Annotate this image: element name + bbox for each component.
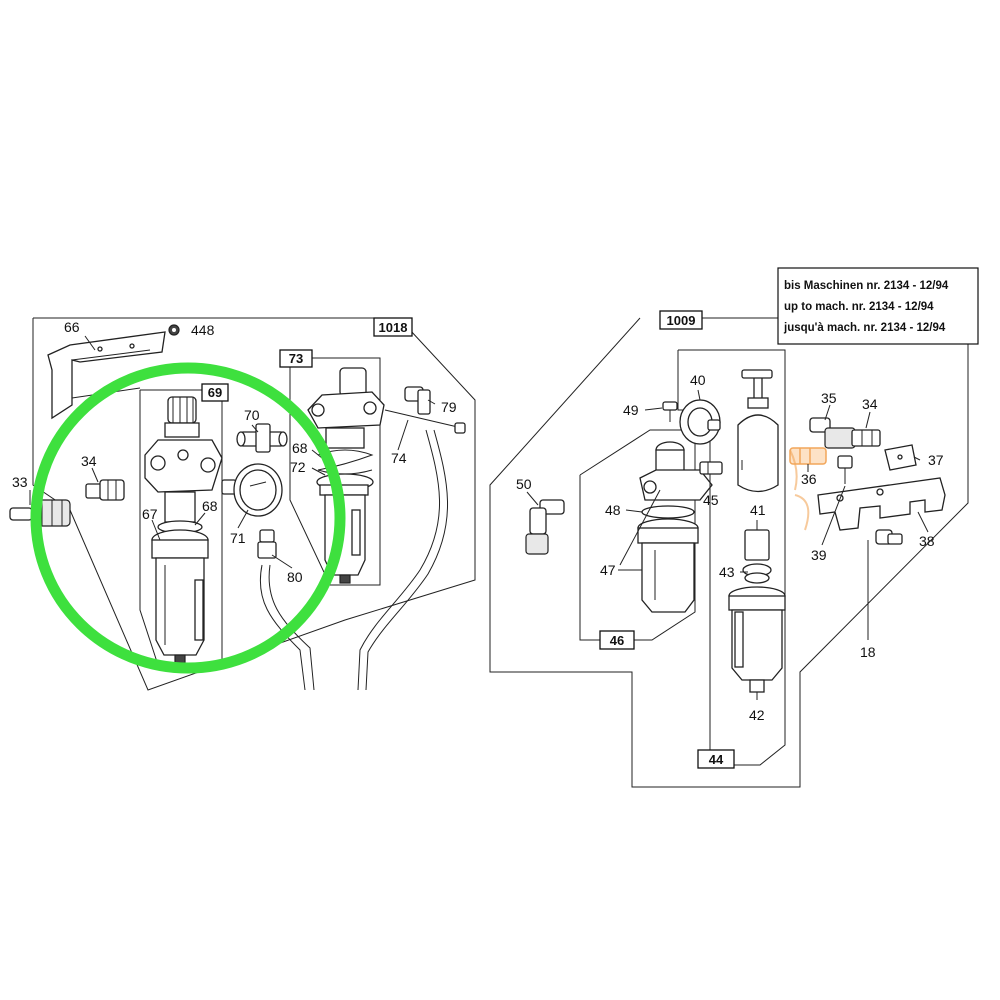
- regulator-69: [144, 396, 223, 664]
- fitting-80: [257, 529, 315, 691]
- label-36: 36: [801, 471, 817, 487]
- label-34-left: 34: [81, 453, 97, 469]
- label-448: 448: [191, 322, 215, 338]
- svg-text:1018: 1018: [379, 320, 408, 335]
- note-line-fr: jusqu'à mach. nr. 2134 - 12/94: [783, 322, 946, 334]
- elbow-50: [525, 499, 565, 555]
- label-68-right: 68: [292, 440, 308, 456]
- outline-46: [579, 429, 696, 641]
- screw-49: [662, 401, 678, 422]
- gauge-71: [221, 463, 283, 517]
- label-72: 72: [290, 459, 306, 475]
- box-label-44: 44: [697, 749, 735, 769]
- fitting-36: [789, 447, 827, 465]
- label-71: 71: [230, 530, 246, 546]
- right-leaders: [526, 389, 929, 700]
- box-label-1018: 1018: [373, 317, 413, 337]
- label-35: 35: [821, 390, 837, 406]
- label-49: 49: [623, 402, 639, 418]
- block-37: [884, 444, 917, 471]
- unit-73: [307, 367, 385, 584]
- label-80: 80: [287, 569, 303, 585]
- svg-text:1009: 1009: [667, 313, 696, 328]
- label-18: 18: [860, 644, 876, 660]
- box-label-73: 73: [279, 349, 313, 368]
- label-45: 45: [703, 492, 719, 508]
- svg-text:46: 46: [610, 633, 624, 648]
- box-label-69: 69: [201, 383, 229, 402]
- nut-448: [168, 324, 180, 336]
- label-42: 42: [749, 707, 765, 723]
- label-67: 67: [142, 506, 158, 522]
- label-50: 50: [516, 476, 532, 492]
- label-34-right: 34: [862, 396, 878, 412]
- label-79: 79: [441, 399, 457, 415]
- rod-74: [384, 409, 466, 434]
- outline-1009: [489, 317, 969, 788]
- cap-40: [679, 399, 721, 445]
- label-68-left: 68: [202, 498, 218, 514]
- note-line-en: up to mach. nr. 2134 - 12/94: [784, 301, 934, 313]
- label-74: 74: [391, 450, 407, 466]
- filter-head-46: [637, 441, 713, 613]
- svg-text:44: 44: [709, 752, 724, 767]
- label-66: 66: [64, 319, 80, 335]
- bolt-39: [837, 455, 853, 484]
- label-47: 47: [600, 562, 616, 578]
- elbow-79: [404, 386, 431, 415]
- outline-73: [289, 357, 381, 586]
- svg-text:73: 73: [289, 351, 303, 366]
- bolt-18: [875, 529, 903, 545]
- box-label-1009: 1009: [659, 310, 703, 330]
- label-39: 39: [811, 547, 827, 563]
- bracket-66: [47, 331, 166, 420]
- label-70: 70: [244, 407, 260, 423]
- label-40: 40: [690, 372, 706, 388]
- label-48: 48: [605, 502, 621, 518]
- note-line-de: bis Maschinen nr. 2134 - 12/94: [784, 280, 949, 292]
- svg-text:69: 69: [208, 385, 222, 400]
- label-37: 37: [928, 452, 944, 468]
- bracket-38: [817, 477, 946, 531]
- lubricator-bottle: [737, 369, 779, 493]
- fitting-45: [699, 461, 723, 475]
- right-assembly: [489, 317, 969, 788]
- note-box: bis Maschinen nr. 2134 - 12/94 up to mac…: [777, 267, 979, 345]
- label-41: 41: [750, 502, 766, 518]
- tee-70: [236, 423, 288, 453]
- label-38: 38: [919, 533, 935, 549]
- part-labels: 66 448 33 34 67 68 70 71 80 68 72 74 79 …: [12, 319, 944, 723]
- watermark-squiggle: [789, 449, 810, 531]
- left-leaders: [29, 335, 436, 569]
- nipple-34-left: [85, 479, 125, 501]
- label-33: 33: [12, 474, 28, 490]
- box-label-46: 46: [599, 630, 635, 650]
- nipple-34-right: [809, 417, 881, 449]
- lubricator-bowl-42: [728, 529, 786, 693]
- label-43: 43: [719, 564, 735, 580]
- highlight-ring: [30, 362, 346, 674]
